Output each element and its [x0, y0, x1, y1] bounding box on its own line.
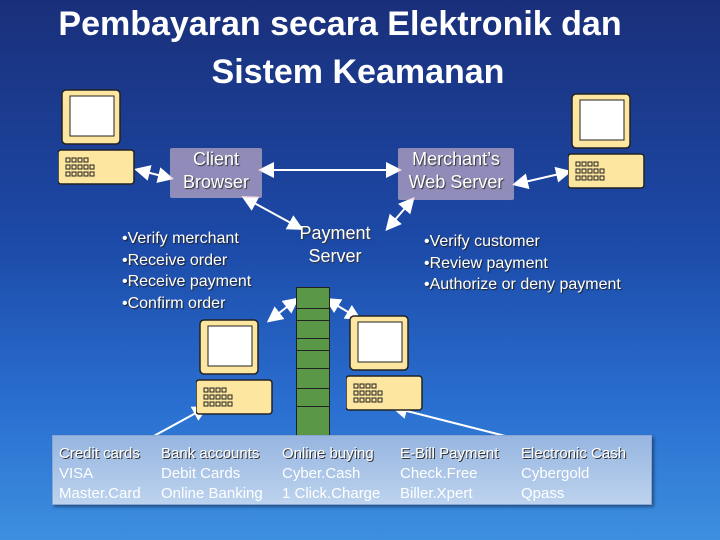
column-header: E-Bill Payment [400, 445, 499, 462]
slide-title-line-2: Sistem Keamanan [211, 53, 505, 91]
payment-column: Bank accounts Debit Cards Online Banking [161, 444, 263, 504]
column-header: Electronic Cash [521, 445, 627, 462]
client-tasks-list: •Verify merchant •Receive order •Receive… [122, 228, 251, 314]
payment-server-node: Payment Server [286, 222, 384, 268]
column-item: Debit Cards [161, 465, 241, 482]
column-item: Biller.Xpert [400, 485, 473, 502]
column-item: Master.Card [59, 485, 141, 502]
list-item: •Verify customer [424, 233, 540, 250]
merchant-tasks-list: •Verify customer •Review payment •Author… [424, 231, 621, 296]
arrow-pillar-right-computer [324, 297, 362, 321]
column-item: VISA [59, 465, 94, 482]
arrow-pillar-left-computer [266, 297, 300, 323]
arrow-client-left-computer [134, 165, 174, 183]
pillar-divider [297, 350, 329, 351]
pillar-divider [297, 368, 329, 369]
client-browser-label-line-1: Client [192, 149, 240, 169]
column-item: Online Banking [161, 485, 263, 502]
payment-server-label-line-2: Server [308, 246, 362, 266]
payment-column: Electronic Cash Cybergold Qpass [521, 444, 626, 504]
client-browser-label-line-2: Browser [182, 172, 249, 192]
payment-methods-table: Credit cards VISA Master.Card Bank accou… [52, 435, 652, 505]
pillar-divider [297, 320, 329, 321]
list-item: •Authorize or deny payment [424, 276, 621, 293]
slide-title-line-1: Pembayaran secara Elektronik dan [58, 5, 622, 43]
list-item: •Receive payment [122, 273, 252, 290]
list-item: •Receive order [122, 251, 228, 269]
computer-icon [568, 93, 645, 189]
arrow-merchant-right-computer [512, 166, 572, 190]
arrow-client-payment [241, 196, 304, 230]
payment-column: Credit cards VISA Master.Card [59, 444, 141, 504]
merchant-web-server-node: Merchant’s Web Server [398, 148, 514, 200]
payment-server-pillar [296, 287, 330, 439]
column-item: Check.Free [400, 465, 478, 482]
list-item: •Review payment [424, 254, 548, 272]
client-browser-node: Client Browser [170, 148, 262, 198]
payment-server-label-line-1: Payment [299, 223, 371, 243]
merchant-server-label-line-2: Web Server [408, 172, 504, 192]
column-header: Bank accounts [161, 445, 260, 462]
computer-icon [346, 315, 423, 411]
column-item: Cyber.Cash [282, 465, 361, 482]
pillar-divider [297, 406, 329, 407]
column-header: Credit cards [59, 445, 140, 462]
column-item: 1 Click.Charge [282, 485, 381, 502]
column-header: Online buying [282, 445, 374, 462]
computer-icon [196, 319, 273, 415]
column-item: Cybergold [521, 465, 590, 482]
list-item: •Confirm order [122, 294, 226, 312]
payment-column: Online buying Cyber.Cash 1 Click.Charge [282, 444, 380, 504]
pillar-divider [297, 388, 329, 389]
list-item: •Verify merchant [122, 230, 239, 247]
column-item: Qpass [521, 485, 565, 502]
merchant-server-label-line-1: Merchant’s [412, 149, 500, 169]
payment-column: E-Bill Payment Check.Free Biller.Xpert [400, 444, 498, 504]
arrow-merchant-payment [385, 196, 415, 232]
computer-icon [58, 89, 135, 185]
pillar-divider [297, 338, 329, 339]
pillar-divider [297, 308, 329, 309]
